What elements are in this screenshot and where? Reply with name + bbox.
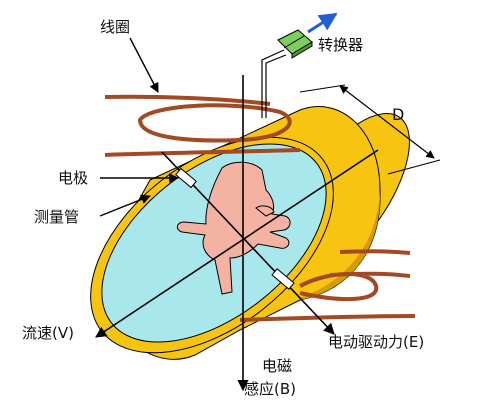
measuring-tube-leader	[99, 194, 151, 217]
lower-coil	[239, 249, 416, 322]
signal-output-arrow	[307, 12, 338, 34]
coil-label: 线圈	[100, 18, 131, 36]
converter-label: 转换器	[318, 36, 364, 54]
diameter-label: D	[392, 105, 405, 124]
diameter-dimension	[339, 85, 435, 159]
flow-velocity-axis	[95, 149, 379, 338]
upper-coil-back	[104, 94, 271, 106]
electrode-lower	[271, 268, 295, 290]
upper-coil-front	[104, 103, 301, 157]
magnetic-field-label-line1: 电磁	[262, 357, 293, 375]
diameter-ext-bottom	[387, 159, 441, 175]
diameter-ext-top	[299, 84, 346, 93]
measuring-tube-label: 测量管	[34, 208, 80, 226]
pipe-shading	[300, 190, 381, 300]
magnetic-field-label-line2: 感应(B)	[244, 380, 296, 398]
converter-cable-inner	[265, 54, 287, 118]
converter-box	[277, 29, 313, 59]
coil-leader	[129, 37, 159, 93]
converter-cable	[261, 49, 285, 118]
induced-emf-label: 电动驱动力(E)	[328, 333, 425, 351]
electrode-label: 电极	[58, 169, 89, 187]
flow-velocity-label: 流速(V)	[22, 324, 74, 342]
hand-thumb	[255, 205, 275, 217]
electrode-upper	[175, 167, 197, 189]
